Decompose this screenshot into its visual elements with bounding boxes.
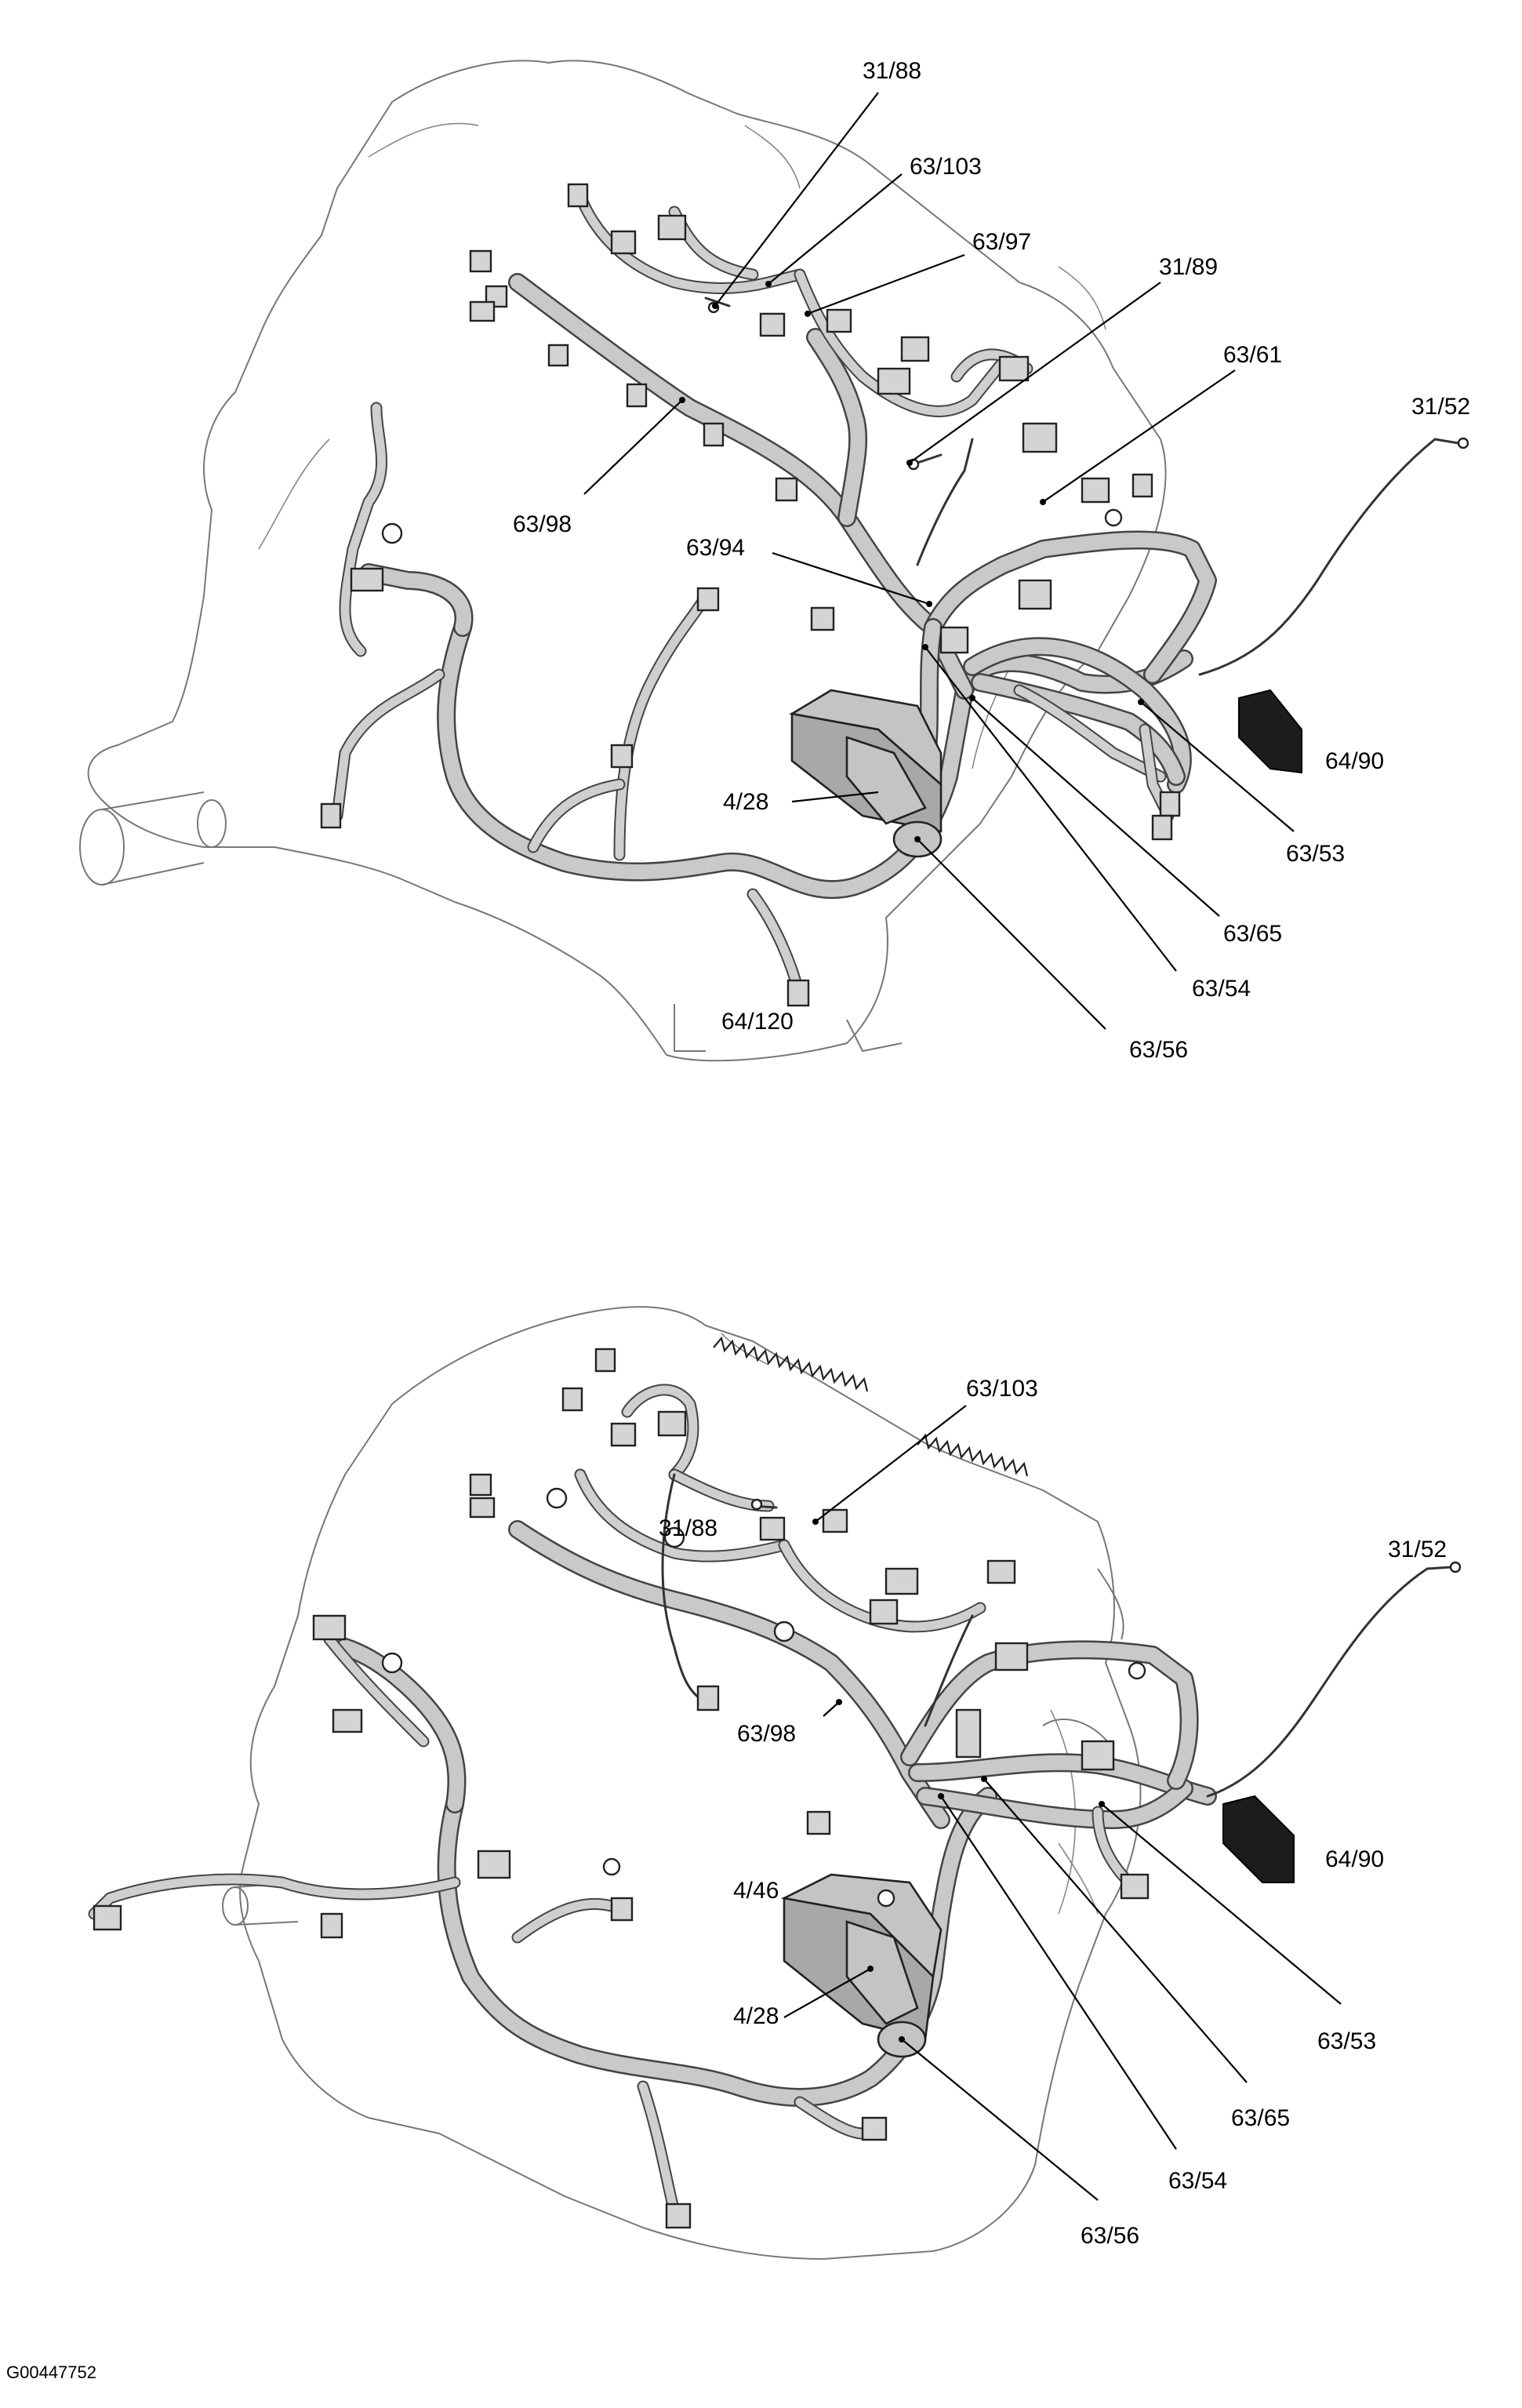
bottom-label-31-52: 31/52 (1388, 1537, 1447, 1562)
top-label-63-61: 63/61 (1223, 342, 1282, 368)
top-main-harness (359, 273, 1217, 900)
bottom-engine-outline (222, 1306, 1142, 2260)
bottom-leader-lines (783, 1405, 1342, 2201)
top-label-63-103: 63/103 (910, 154, 982, 180)
top-ecu-module (789, 689, 943, 858)
bottom-label-63-53: 63/53 (1317, 2028, 1376, 2054)
figure-code: G00447752 (6, 2363, 96, 2382)
top-label-64-90: 64/90 (1325, 748, 1384, 774)
bottom-label-31-88: 31/88 (659, 1515, 717, 1541)
top-label-63-94: 63/94 (686, 535, 745, 561)
bottom-label-64-90: 64/90 (1325, 1846, 1384, 1872)
top-label-63-54: 63/54 (1192, 976, 1251, 1002)
top-connectors (320, 183, 1302, 1007)
top-label-4-28: 4/28 (723, 789, 768, 815)
bottom-connectors (93, 1348, 1295, 2229)
top-label-63-65: 63/65 (1223, 921, 1282, 947)
bottom-thin-wires (661, 1473, 1462, 1798)
bottom-label-63-65: 63/65 (1231, 2105, 1290, 2131)
top-leader-lines (583, 92, 1295, 1030)
bottom-label-63-98: 63/98 (737, 1721, 796, 1747)
bottom-main-harness (336, 1520, 1217, 2107)
top-label-31-52: 31/52 (1411, 394, 1470, 420)
top-label-31-88: 31/88 (863, 58, 921, 84)
bottom-callout-labels: 63/103 31/88 31/52 63/98 4/46 4/28 64/90… (659, 1376, 1447, 2249)
bottom-ecu-modules (780, 1873, 943, 2058)
top-label-63-53: 63/53 (1286, 841, 1345, 867)
top-view: 31/88 63/103 63/97 31/89 63/61 31/52 63/… (79, 58, 1470, 1063)
bottom-label-4-46: 4/46 (733, 1878, 779, 1904)
top-label-63-98: 63/98 (513, 511, 572, 537)
top-engine-outline (79, 60, 1167, 1062)
top-label-64-120: 64/120 (721, 1009, 794, 1035)
top-callout-labels: 31/88 63/103 63/97 31/89 63/61 31/52 63/… (513, 58, 1470, 1063)
bottom-belt-serration (713, 1336, 1029, 1477)
bottom-view: 63/103 31/88 31/52 63/98 4/46 4/28 64/90… (88, 1306, 1462, 2260)
bottom-label-4-28: 4/28 (733, 2003, 779, 2029)
bottom-harness-branches (88, 1384, 1135, 2218)
bottom-label-63-103: 63/103 (966, 1376, 1038, 1402)
top-label-63-97: 63/97 (972, 229, 1031, 255)
bottom-label-63-54: 63/54 (1168, 2168, 1227, 2194)
top-label-63-56: 63/56 (1129, 1037, 1188, 1063)
top-label-31-89: 31/89 (1159, 254, 1218, 280)
bottom-label-63-56: 63/56 (1081, 2223, 1139, 2249)
